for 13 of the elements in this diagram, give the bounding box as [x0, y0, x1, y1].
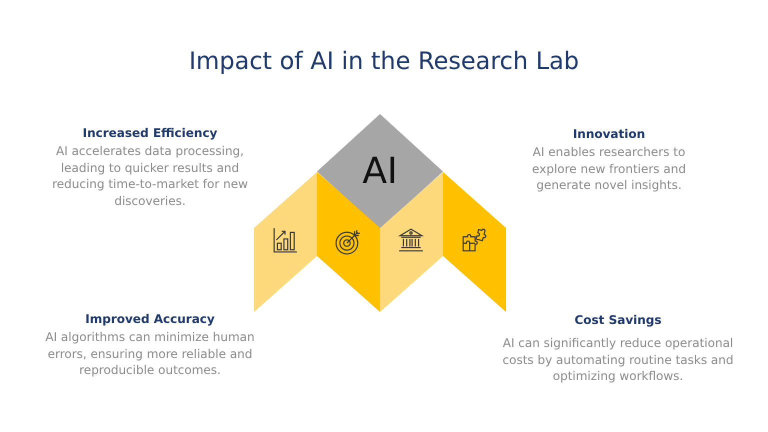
description-text: AI enables researchers to explore new frontiers and generate novel insights.	[531, 144, 687, 194]
section-heading: Cost Savings	[573, 312, 663, 328]
description-text: AI accelerates data processing, leading to quicker results and reducing time-to-market for new discoveries.	[51, 143, 249, 209]
chevron-panel	[443, 172, 506, 312]
description-text: AI algorithms can minimize human errors, ensuring more reliable and reproducible outcomes.	[44, 329, 256, 378]
section-heading: Improved Accuracy	[84, 311, 216, 327]
description-text: AI can significantly reduce operational costs by automating routine tasks and optimizing workflows.	[502, 335, 734, 384]
section-heading: Innovation	[572, 126, 646, 142]
section-heading: Increased Efficiency	[82, 125, 218, 141]
diamond-panel	[317, 114, 443, 229]
node-label: AI	[362, 152, 398, 192]
page-title: Impact of AI in the Research Lab	[188, 46, 580, 76]
chevron-panel	[254, 172, 317, 312]
